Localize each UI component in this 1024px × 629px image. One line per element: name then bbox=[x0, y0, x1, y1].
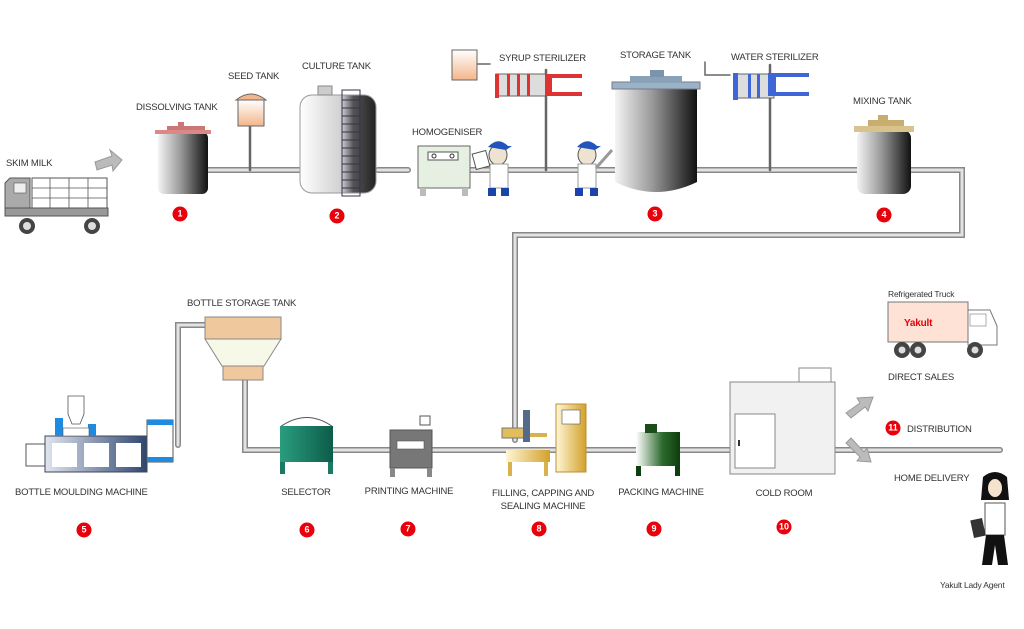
bottle-moulding-machine-icon bbox=[25, 395, 174, 473]
syrup-sterilizer-icon bbox=[451, 49, 582, 98]
step-badge: 5 bbox=[76, 522, 92, 538]
bottle-storage-tank-icon bbox=[204, 316, 282, 381]
bottle-storage-tank-label: BOTTLE STORAGE TANK bbox=[187, 298, 297, 309]
arrow-icon bbox=[94, 148, 123, 173]
seed-tank-icon bbox=[234, 93, 268, 127]
dissolving-tank-icon bbox=[155, 122, 211, 194]
pipes bbox=[175, 61, 1003, 453]
selector-label: SELECTOR bbox=[281, 487, 331, 498]
home-delivery-label: HOME DELIVERY bbox=[894, 473, 970, 484]
step-badge: 7 bbox=[400, 521, 416, 537]
syrup-sterilizer-label: SYRUP STERILIZER bbox=[499, 53, 586, 64]
cold-room-label: COLD ROOM bbox=[755, 488, 813, 499]
yakult-lady-figure-icon bbox=[970, 472, 1009, 565]
printing-machine-label: PRINTING MACHINE bbox=[364, 486, 454, 497]
step-badge: 2 bbox=[329, 208, 345, 224]
step-badge: 9 bbox=[646, 521, 662, 537]
arrow-down-right-icon bbox=[845, 437, 872, 463]
filling-machine-label-line2: SEALING MACHINE bbox=[500, 501, 586, 512]
worker-figure-icon bbox=[471, 141, 512, 196]
step-badge: 6 bbox=[299, 522, 315, 538]
culture-tank-icon bbox=[299, 85, 377, 197]
selector-icon bbox=[279, 417, 334, 474]
truck-brand-label: Yakult bbox=[904, 318, 933, 329]
water-sterilizer-icon bbox=[733, 73, 809, 100]
printing-machine-icon bbox=[389, 415, 433, 477]
step-badge: 8 bbox=[531, 521, 547, 537]
refrigerated-truck-icon bbox=[887, 301, 998, 358]
distribution-label: DISTRIBUTION bbox=[907, 424, 972, 435]
seed-tank-label: SEED TANK bbox=[228, 71, 280, 82]
water-sterilizer-label: WATER STERILIZER bbox=[731, 52, 819, 63]
step-badge: 11 bbox=[885, 420, 901, 436]
dissolving-tank-label: DISSOLVING TANK bbox=[136, 102, 218, 113]
bottle-moulding-machine-label: BOTTLE MOULDING MACHINE bbox=[15, 487, 148, 498]
culture-tank-label: CULTURE TANK bbox=[302, 61, 371, 72]
yakult-lady-label: Yakult Lady Agent bbox=[940, 580, 1005, 590]
storage-tank-label: STORAGE TANK bbox=[620, 50, 691, 61]
step-badge: 3 bbox=[647, 206, 663, 222]
skim-milk-truck-icon bbox=[4, 177, 109, 234]
worker-figure-icon bbox=[575, 141, 614, 196]
direct-sales-label: DIRECT SALES bbox=[888, 372, 955, 383]
filling-capping-sealing-machine-icon bbox=[501, 403, 587, 476]
mixing-tank-icon bbox=[854, 115, 914, 194]
filling-machine-label-line1: FILLING, CAPPING AND bbox=[491, 488, 595, 499]
packing-machine-icon bbox=[636, 424, 680, 476]
homogeniser-label: HOMOGENISER bbox=[412, 127, 483, 138]
homogeniser-icon bbox=[417, 145, 471, 196]
mixing-tank-label: MIXING TANK bbox=[853, 96, 912, 107]
skim-milk-label: SKIM MILK bbox=[6, 158, 53, 169]
packing-machine-label: PACKING MACHINE bbox=[618, 487, 704, 498]
step-badge: 4 bbox=[876, 207, 892, 223]
refrigerated-truck-label: Refrigerated Truck bbox=[888, 289, 955, 299]
step-badge: 1 bbox=[172, 206, 188, 222]
cold-room-icon bbox=[729, 367, 836, 475]
arrow-up-right-icon bbox=[845, 396, 874, 419]
step-badge: 10 bbox=[776, 519, 792, 535]
storage-tank-icon bbox=[611, 70, 701, 192]
